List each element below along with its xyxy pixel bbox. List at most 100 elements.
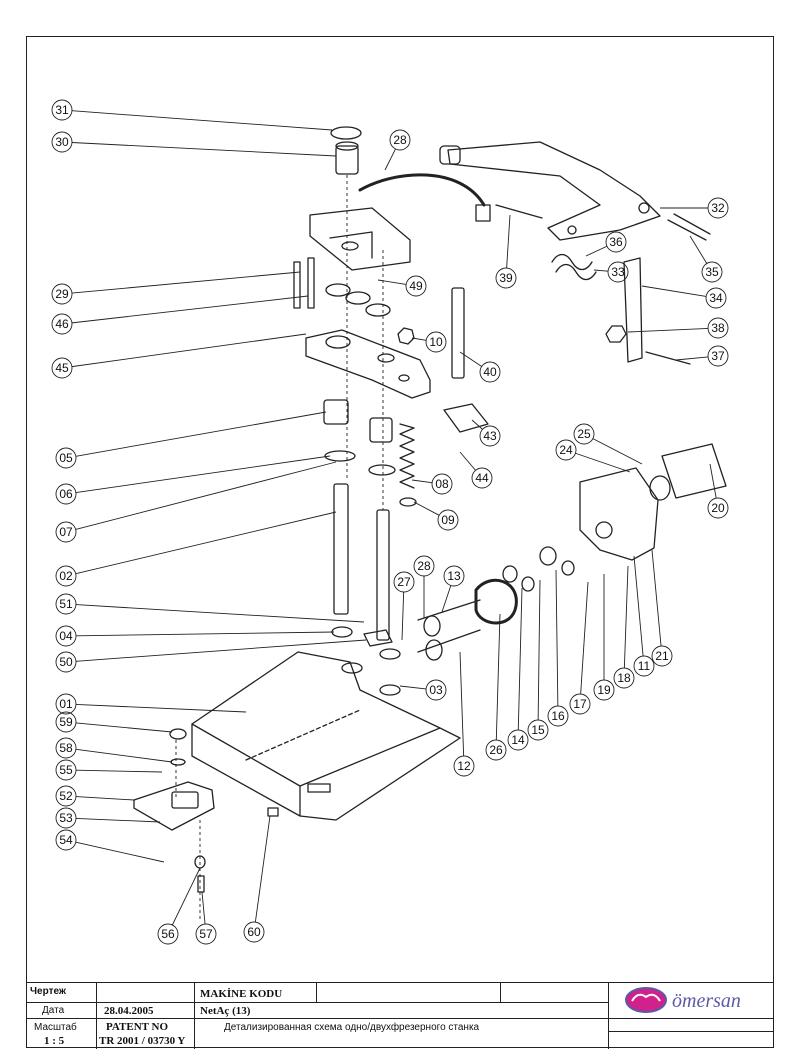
callout-circle — [55, 483, 77, 505]
callout-circle — [55, 829, 77, 851]
callout-leader-line — [75, 796, 135, 801]
callout-circle — [51, 283, 73, 305]
callout-leader-line — [75, 455, 331, 494]
callout-number-38: 38 — [711, 321, 725, 335]
callout-circle — [51, 99, 73, 121]
callout-leader-line — [411, 479, 433, 484]
callout-number-19: 19 — [597, 683, 611, 697]
callout-number-26: 26 — [489, 743, 503, 757]
callout-number-59: 59 — [59, 715, 73, 729]
logo-emblem-icon — [625, 987, 667, 1013]
callout-leader-line — [633, 555, 644, 657]
brand-name: ömersan — [672, 990, 741, 1012]
callout-number-53: 53 — [59, 811, 73, 825]
callout-circle — [389, 129, 411, 151]
callout-circle — [569, 693, 591, 715]
callout-number-39: 39 — [499, 271, 513, 285]
callout-leader-line — [580, 581, 589, 695]
callout-circle — [413, 555, 435, 577]
callout-number-57: 57 — [199, 927, 213, 941]
callout-number-06: 06 — [59, 487, 73, 501]
label-date: Дата — [42, 1005, 65, 1016]
callout-number-21: 21 — [655, 649, 669, 663]
callout-leader-line — [675, 356, 709, 361]
callout-number-18: 18 — [617, 671, 631, 685]
drawing-description: Детализированная схема одно/двухфрезерно… — [224, 1022, 480, 1033]
callout-number-51: 51 — [59, 597, 73, 611]
callout-leader-line — [399, 685, 427, 690]
callout-circle — [55, 711, 77, 733]
callout-circle — [707, 345, 729, 367]
callout-leader-line — [171, 867, 201, 926]
callout-circle — [707, 317, 729, 339]
callout-number-09: 09 — [441, 513, 455, 527]
callout-leader-line — [75, 769, 163, 773]
date-value: 28.04.2005 — [104, 1005, 154, 1017]
machine-code-label: MAKİNE KODU — [200, 988, 283, 1000]
callout-circle — [55, 447, 77, 469]
callout-number-28: 28 — [417, 559, 431, 573]
callout-leader-line — [555, 569, 559, 707]
callout-leader-line — [585, 245, 608, 257]
callout-leader-line — [641, 285, 707, 297]
callout-leader-line — [71, 271, 301, 294]
callout-leader-line — [75, 604, 365, 623]
callout-number-02: 02 — [59, 569, 73, 583]
callout-leader-line — [593, 269, 609, 272]
callout-leader-line — [384, 148, 396, 171]
callout-leader-line — [627, 327, 709, 333]
callout-circle — [701, 261, 723, 283]
callout-number-10: 10 — [429, 335, 443, 349]
callout-number-16: 16 — [551, 709, 565, 723]
callout-leader-line — [651, 549, 662, 647]
callout-number-25: 25 — [577, 427, 591, 441]
callout-number-17: 17 — [573, 697, 587, 711]
callout-number-58: 58 — [59, 741, 73, 755]
callout-leader-line — [75, 511, 337, 575]
callout-circle — [527, 719, 549, 741]
callout-number-14: 14 — [511, 733, 525, 747]
callout-number-52: 52 — [59, 789, 73, 803]
callout-circle — [479, 361, 501, 383]
callout-circle — [555, 439, 577, 461]
callout-circle — [425, 679, 447, 701]
callout-circle — [55, 693, 77, 715]
callout-number-08: 08 — [435, 477, 449, 491]
callout-leader-line — [471, 419, 483, 430]
callout-circle — [55, 737, 77, 759]
callout-circle — [55, 565, 77, 587]
callout-circle — [605, 231, 627, 253]
callout-leader-line — [575, 452, 631, 473]
callout-leader-line — [441, 585, 452, 613]
callout-number-46: 46 — [55, 317, 69, 331]
scale-value: 1 : 5 — [44, 1035, 65, 1047]
callout-number-32: 32 — [711, 201, 725, 215]
callout-number-40: 40 — [483, 365, 497, 379]
label-drawing: Чертеж — [30, 986, 66, 997]
callout-leader-line — [401, 591, 405, 641]
omersan-logo: ömersan — [625, 987, 741, 1013]
callout-circle — [573, 423, 595, 445]
callout-number-33: 33 — [611, 265, 625, 279]
callout-leader-line — [75, 411, 327, 457]
callout-circle — [471, 467, 493, 489]
callout-leader-line — [411, 337, 427, 341]
callout-circle — [495, 267, 517, 289]
callout-circle — [51, 131, 73, 153]
callout-number-36: 36 — [609, 235, 623, 249]
callout-circle — [243, 921, 265, 943]
callout-leader-line — [592, 438, 643, 465]
callout-number-13: 13 — [447, 569, 461, 583]
callout-circle — [195, 923, 217, 945]
label-scale: Масштаб — [34, 1022, 77, 1033]
callout-number-54: 54 — [59, 833, 73, 847]
callout-leader-line — [71, 295, 309, 324]
drawing-sheet-border — [26, 36, 774, 1048]
callout-circle — [55, 593, 77, 615]
callout-number-04: 04 — [59, 629, 73, 643]
callout-circle — [405, 275, 427, 297]
callout-leader-line — [75, 722, 173, 733]
callout-circle — [157, 923, 179, 945]
callout-circle — [453, 755, 475, 777]
